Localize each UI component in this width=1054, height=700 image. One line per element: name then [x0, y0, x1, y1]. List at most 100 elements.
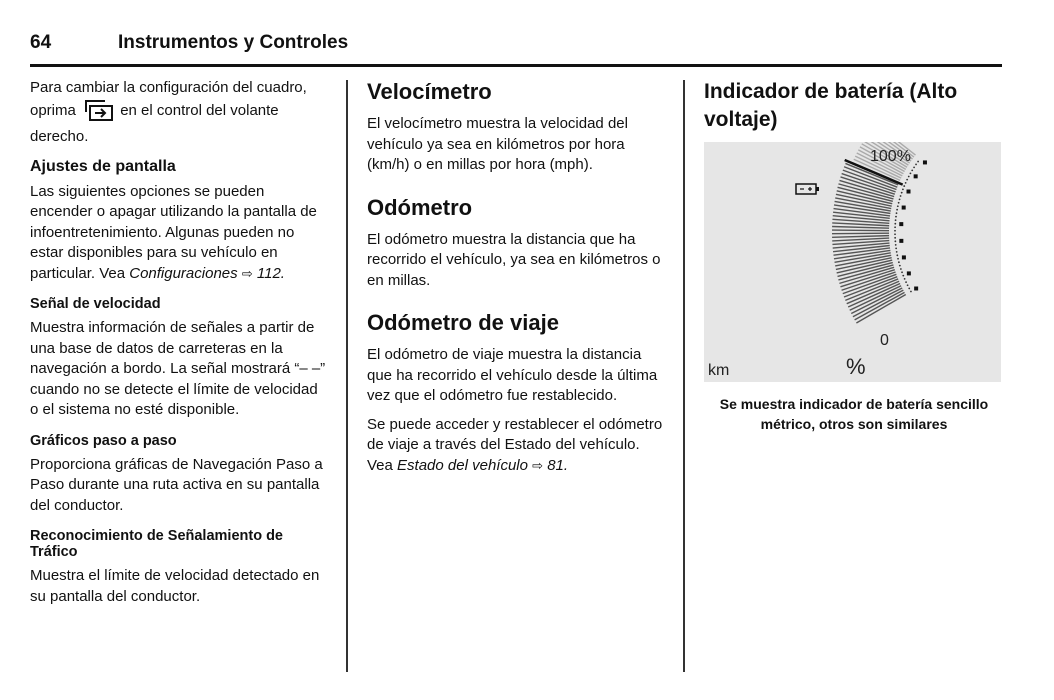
gauge-segment — [852, 289, 904, 318]
graficos-heading: Gráficos paso a paso — [30, 432, 177, 449]
graficos-paragraph: Proporciona gráficas de Navegación Paso … — [30, 455, 323, 514]
gauge-scale-dot — [895, 250, 898, 253]
odometro-paragraph: El odómetro muestra la distancia que ha … — [367, 230, 661, 289]
estado-vehiculo-link[interactable]: Estado del vehículo — [397, 456, 528, 474]
intro-paragraph: Para cambiar la configuración del cuadro… — [30, 78, 330, 148]
gauge-segment — [842, 169, 897, 191]
gauge-tick-mark — [901, 205, 906, 210]
gauge-scale-dot — [917, 160, 919, 163]
reconocimiento-heading: Reconocimiento de Señalamiento de Tráfic… — [30, 528, 283, 560]
gauge-scale-dot — [899, 195, 902, 197]
gauge-scale-dot — [902, 188, 904, 191]
gauge-scale-dot — [895, 247, 898, 250]
gauge-segment — [833, 247, 891, 256]
gauge-label-full: 100% — [870, 148, 911, 165]
gauge-scale-dot — [909, 172, 912, 175]
ajustes-paragraph: Las siguientes opciones se pueden encend… — [30, 182, 330, 285]
intro-text-end: en el control del volante derecho. — [30, 101, 279, 146]
gauge-segment — [863, 140, 908, 168]
gauge-segment — [832, 232, 890, 235]
gauge-tick-mark — [906, 189, 911, 194]
gauge-segment — [832, 244, 890, 253]
senal-heading: Señal de velocidad — [30, 296, 161, 312]
reference-arrow-icon: ⇨ — [532, 457, 544, 473]
gauge-segment — [837, 186, 893, 203]
gauge-segment — [839, 179, 895, 198]
gauge-segment — [843, 276, 898, 298]
configuraciones-page-ref[interactable]: 112. — [256, 264, 285, 282]
gauge-segment — [841, 271, 896, 291]
gauge-segment — [835, 257, 892, 271]
battery-icon — [795, 183, 819, 195]
gauge-segment — [859, 146, 905, 173]
gauge-label-percent: % — [846, 354, 866, 379]
velocimetro-paragraph: El velocímetro muestra la velocidad del … — [367, 115, 628, 173]
gauge-segment — [840, 268, 896, 288]
gauge-scale-dot — [898, 198, 901, 201]
gauge-segment — [846, 280, 900, 305]
gauge-segment — [832, 218, 890, 224]
gauge-scale-dot — [903, 185, 906, 187]
gauge-segment — [839, 266, 895, 285]
gauge-segment — [833, 249, 891, 260]
gauge-segment — [832, 242, 890, 249]
gauge-segment — [854, 291, 905, 321]
gauge-segment — [845, 162, 899, 186]
gauge-segment — [838, 183, 894, 200]
column-divider — [346, 80, 348, 672]
gauge-scale-dot — [895, 212, 898, 215]
display-toggle-icon — [83, 99, 114, 128]
gauge-scale-dot — [897, 201, 900, 204]
gauge-segment — [843, 166, 898, 188]
odometro-viaje-paragraph-2: Se puede acceder y restablecer el odómet… — [367, 415, 667, 477]
column-left: Para cambiar la configuración del cuadro… — [30, 78, 330, 615]
gauge-scale-dot — [896, 205, 899, 208]
gauge-segment — [833, 211, 890, 220]
column-middle: Velocímetro El velocímetro muestra la ve… — [367, 78, 667, 484]
gauge-scale-dot — [897, 257, 899, 260]
gauge-segment — [832, 239, 890, 246]
gauge-segment — [840, 176, 896, 195]
figure-caption: Se muestra indicador de batería sencillo… — [719, 396, 989, 432]
estado-vehiculo-page-ref[interactable]: 81. — [547, 456, 569, 474]
battery-gauge — [795, 123, 927, 324]
gauge-scale-dot — [904, 181, 907, 184]
gauge-scale-dot — [894, 233, 896, 236]
configuraciones-link[interactable]: Configuraciones — [129, 264, 238, 282]
column-right: Indicador de batería (Alto voltaje) 100%… — [704, 78, 1004, 434]
gauge-segment — [833, 207, 891, 217]
gauge-scale-dot — [907, 175, 910, 178]
gauge-segment — [832, 237, 890, 242]
gauge-segment — [853, 158, 901, 181]
gauge-segment — [832, 215, 890, 222]
gauge-segment — [832, 229, 890, 232]
gauge-segment — [834, 252, 891, 264]
gauge-segment — [847, 282, 901, 308]
section-title: Instrumentos y Controles — [118, 32, 349, 53]
gauge-segment — [861, 143, 907, 170]
gauge-segment — [832, 225, 890, 229]
odometro-viaje-heading: Odómetro de viaje — [367, 310, 559, 335]
gauge-segment — [836, 190, 893, 205]
senal-paragraph: Muestra información de señales a partir … — [30, 319, 326, 418]
gauge-segment — [835, 197, 892, 210]
bateria-heading: Indicador de batería (Alto voltaje) — [704, 80, 958, 131]
gauge-scale-dot — [897, 261, 900, 264]
gauge-segment — [854, 155, 902, 179]
gauge-segment — [850, 287, 903, 315]
gauge-scale-dot — [905, 281, 907, 284]
gauge-label-empty: 0 — [880, 332, 889, 349]
gauge-scale-dot — [913, 166, 915, 169]
ajustes-heading: Ajustes de pantalla — [30, 157, 176, 175]
gauge-segment — [835, 254, 892, 267]
gauge-scale-dot — [908, 287, 911, 290]
battery-gauge-illustration: 100% 0 km % — [704, 123, 1001, 382]
gauge-tick-mark — [922, 160, 927, 165]
gauge-segment — [857, 149, 904, 175]
gauge-scale-dot — [894, 236, 897, 239]
gauge-tick-mark — [914, 286, 919, 291]
gauge-scale-dot — [894, 240, 897, 243]
column-divider — [683, 80, 685, 672]
gauge-tick-mark — [906, 271, 911, 276]
gauge-tick-mark — [901, 255, 906, 260]
